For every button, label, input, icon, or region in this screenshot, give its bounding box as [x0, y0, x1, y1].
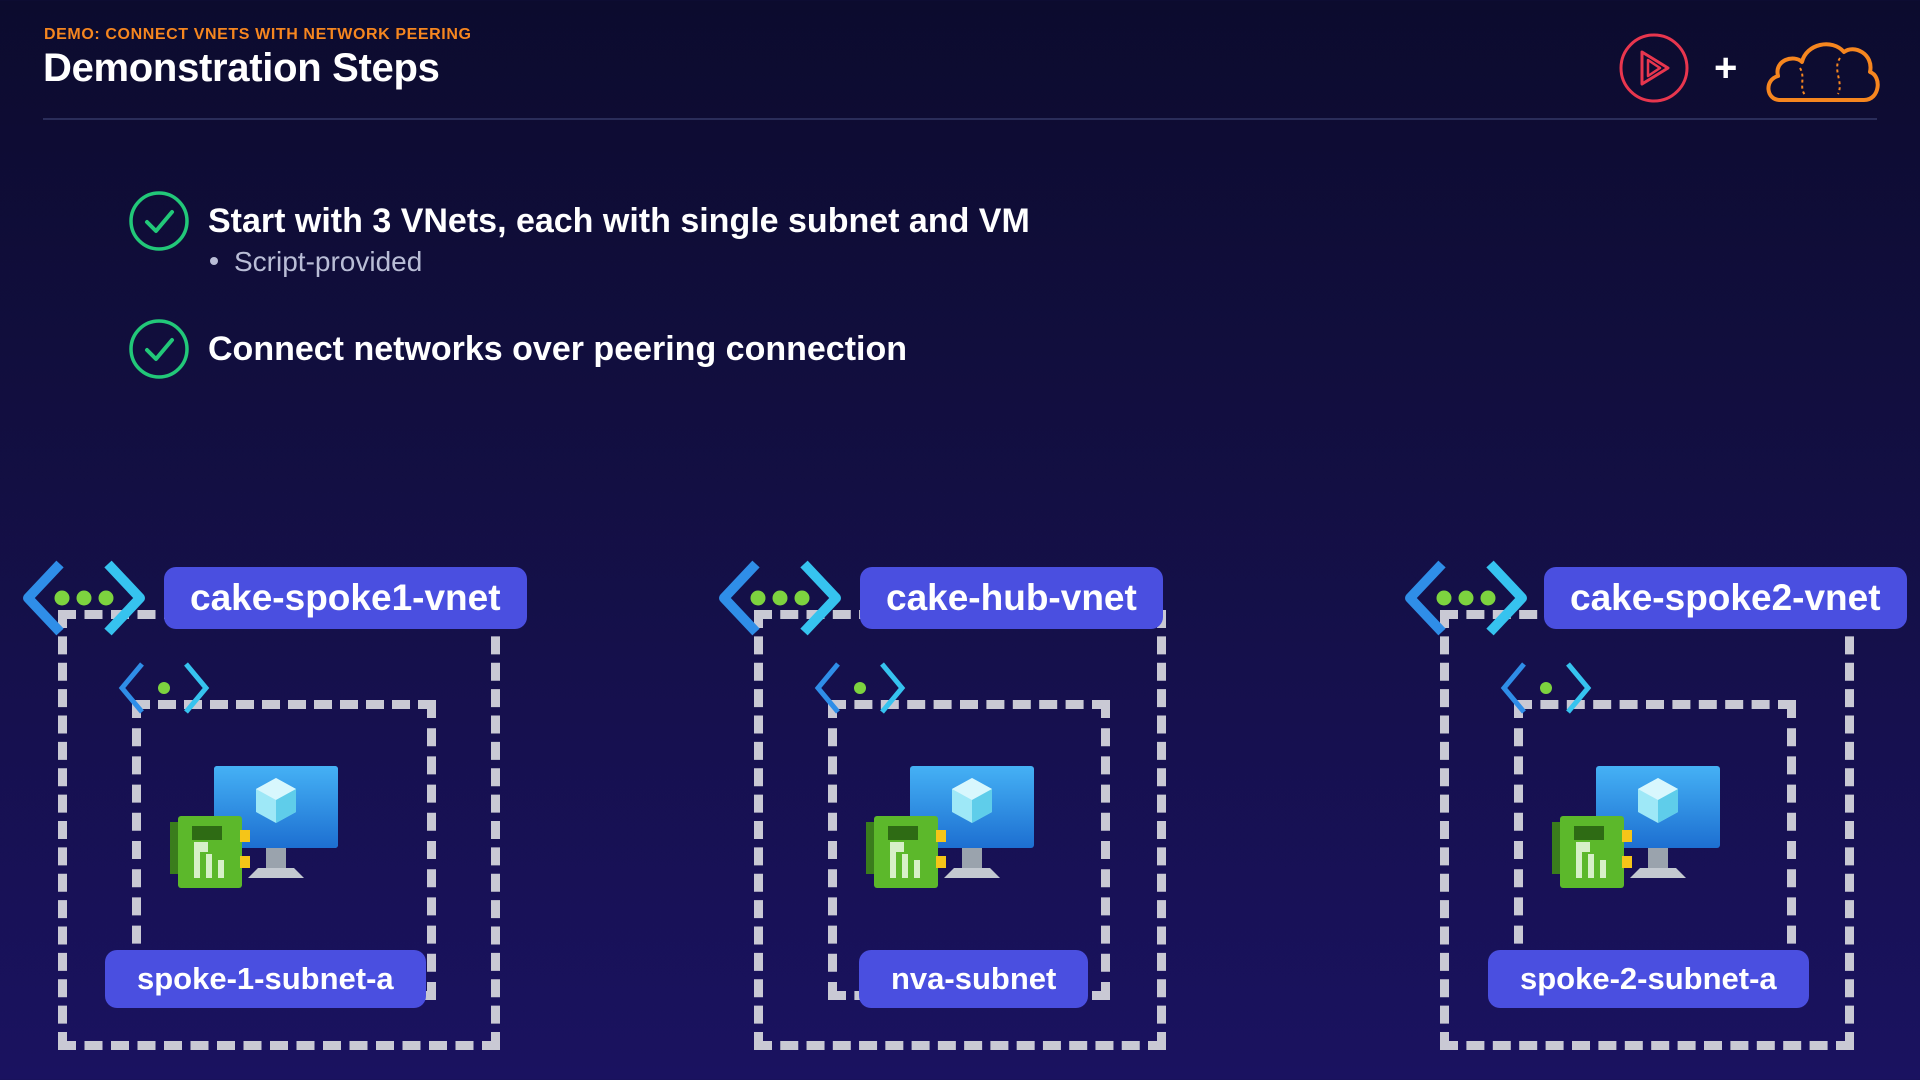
- subnet-icon: [118, 662, 210, 714]
- vnet-icon: [23, 560, 145, 636]
- subnet-icon: [1500, 662, 1592, 714]
- subnet-label: spoke-2-subnet-a: [1488, 950, 1809, 1008]
- check-circle-icon: [129, 319, 189, 379]
- vnet-icon: [719, 560, 841, 636]
- vnet-spoke1: cake-spoke1-vnet spoke-1-subnet-a: [22, 560, 552, 1050]
- step-2-text: Connect networks over peering connection: [208, 330, 908, 368]
- cloud-logo-icon: [1766, 42, 1880, 102]
- step-1-text: Start with 3 VNets, each with single sub…: [208, 202, 1030, 240]
- header-divider: [43, 118, 1877, 120]
- step-1-subitem-text: Script-provided: [234, 246, 423, 277]
- subnet-icon: [814, 662, 906, 714]
- vnet-icon: [1405, 560, 1527, 636]
- slide-title: Demonstration Steps: [43, 46, 440, 90]
- vnet-hub: cake-hub-vnet nva-subnet: [718, 560, 1248, 1050]
- plus-icon: +: [1714, 46, 1738, 90]
- vnet-label: cake-spoke1-vnet: [164, 567, 527, 629]
- slide-kicker: DEMO: CONNECT VNETS WITH NETWORK PEERING: [44, 26, 472, 43]
- vnet-spoke2: cake-spoke2-vnet spoke-2-subnet-a: [1404, 560, 1920, 1050]
- step-1-subitem: Script-provided: [210, 246, 422, 278]
- subnet-label: nva-subnet: [859, 950, 1089, 1008]
- brand-logos: +: [1618, 30, 1880, 106]
- vm-icon: [170, 766, 338, 888]
- vnet-label: cake-spoke2-vnet: [1544, 567, 1907, 629]
- subnet-label: spoke-1-subnet-a: [105, 950, 426, 1008]
- vm-icon: [1552, 766, 1720, 888]
- bullet-icon: [210, 256, 218, 265]
- vm-icon: [866, 766, 1034, 888]
- vnet-label: cake-hub-vnet: [860, 567, 1163, 629]
- play-logo-icon: [1619, 33, 1689, 103]
- check-circle-icon: [129, 191, 189, 251]
